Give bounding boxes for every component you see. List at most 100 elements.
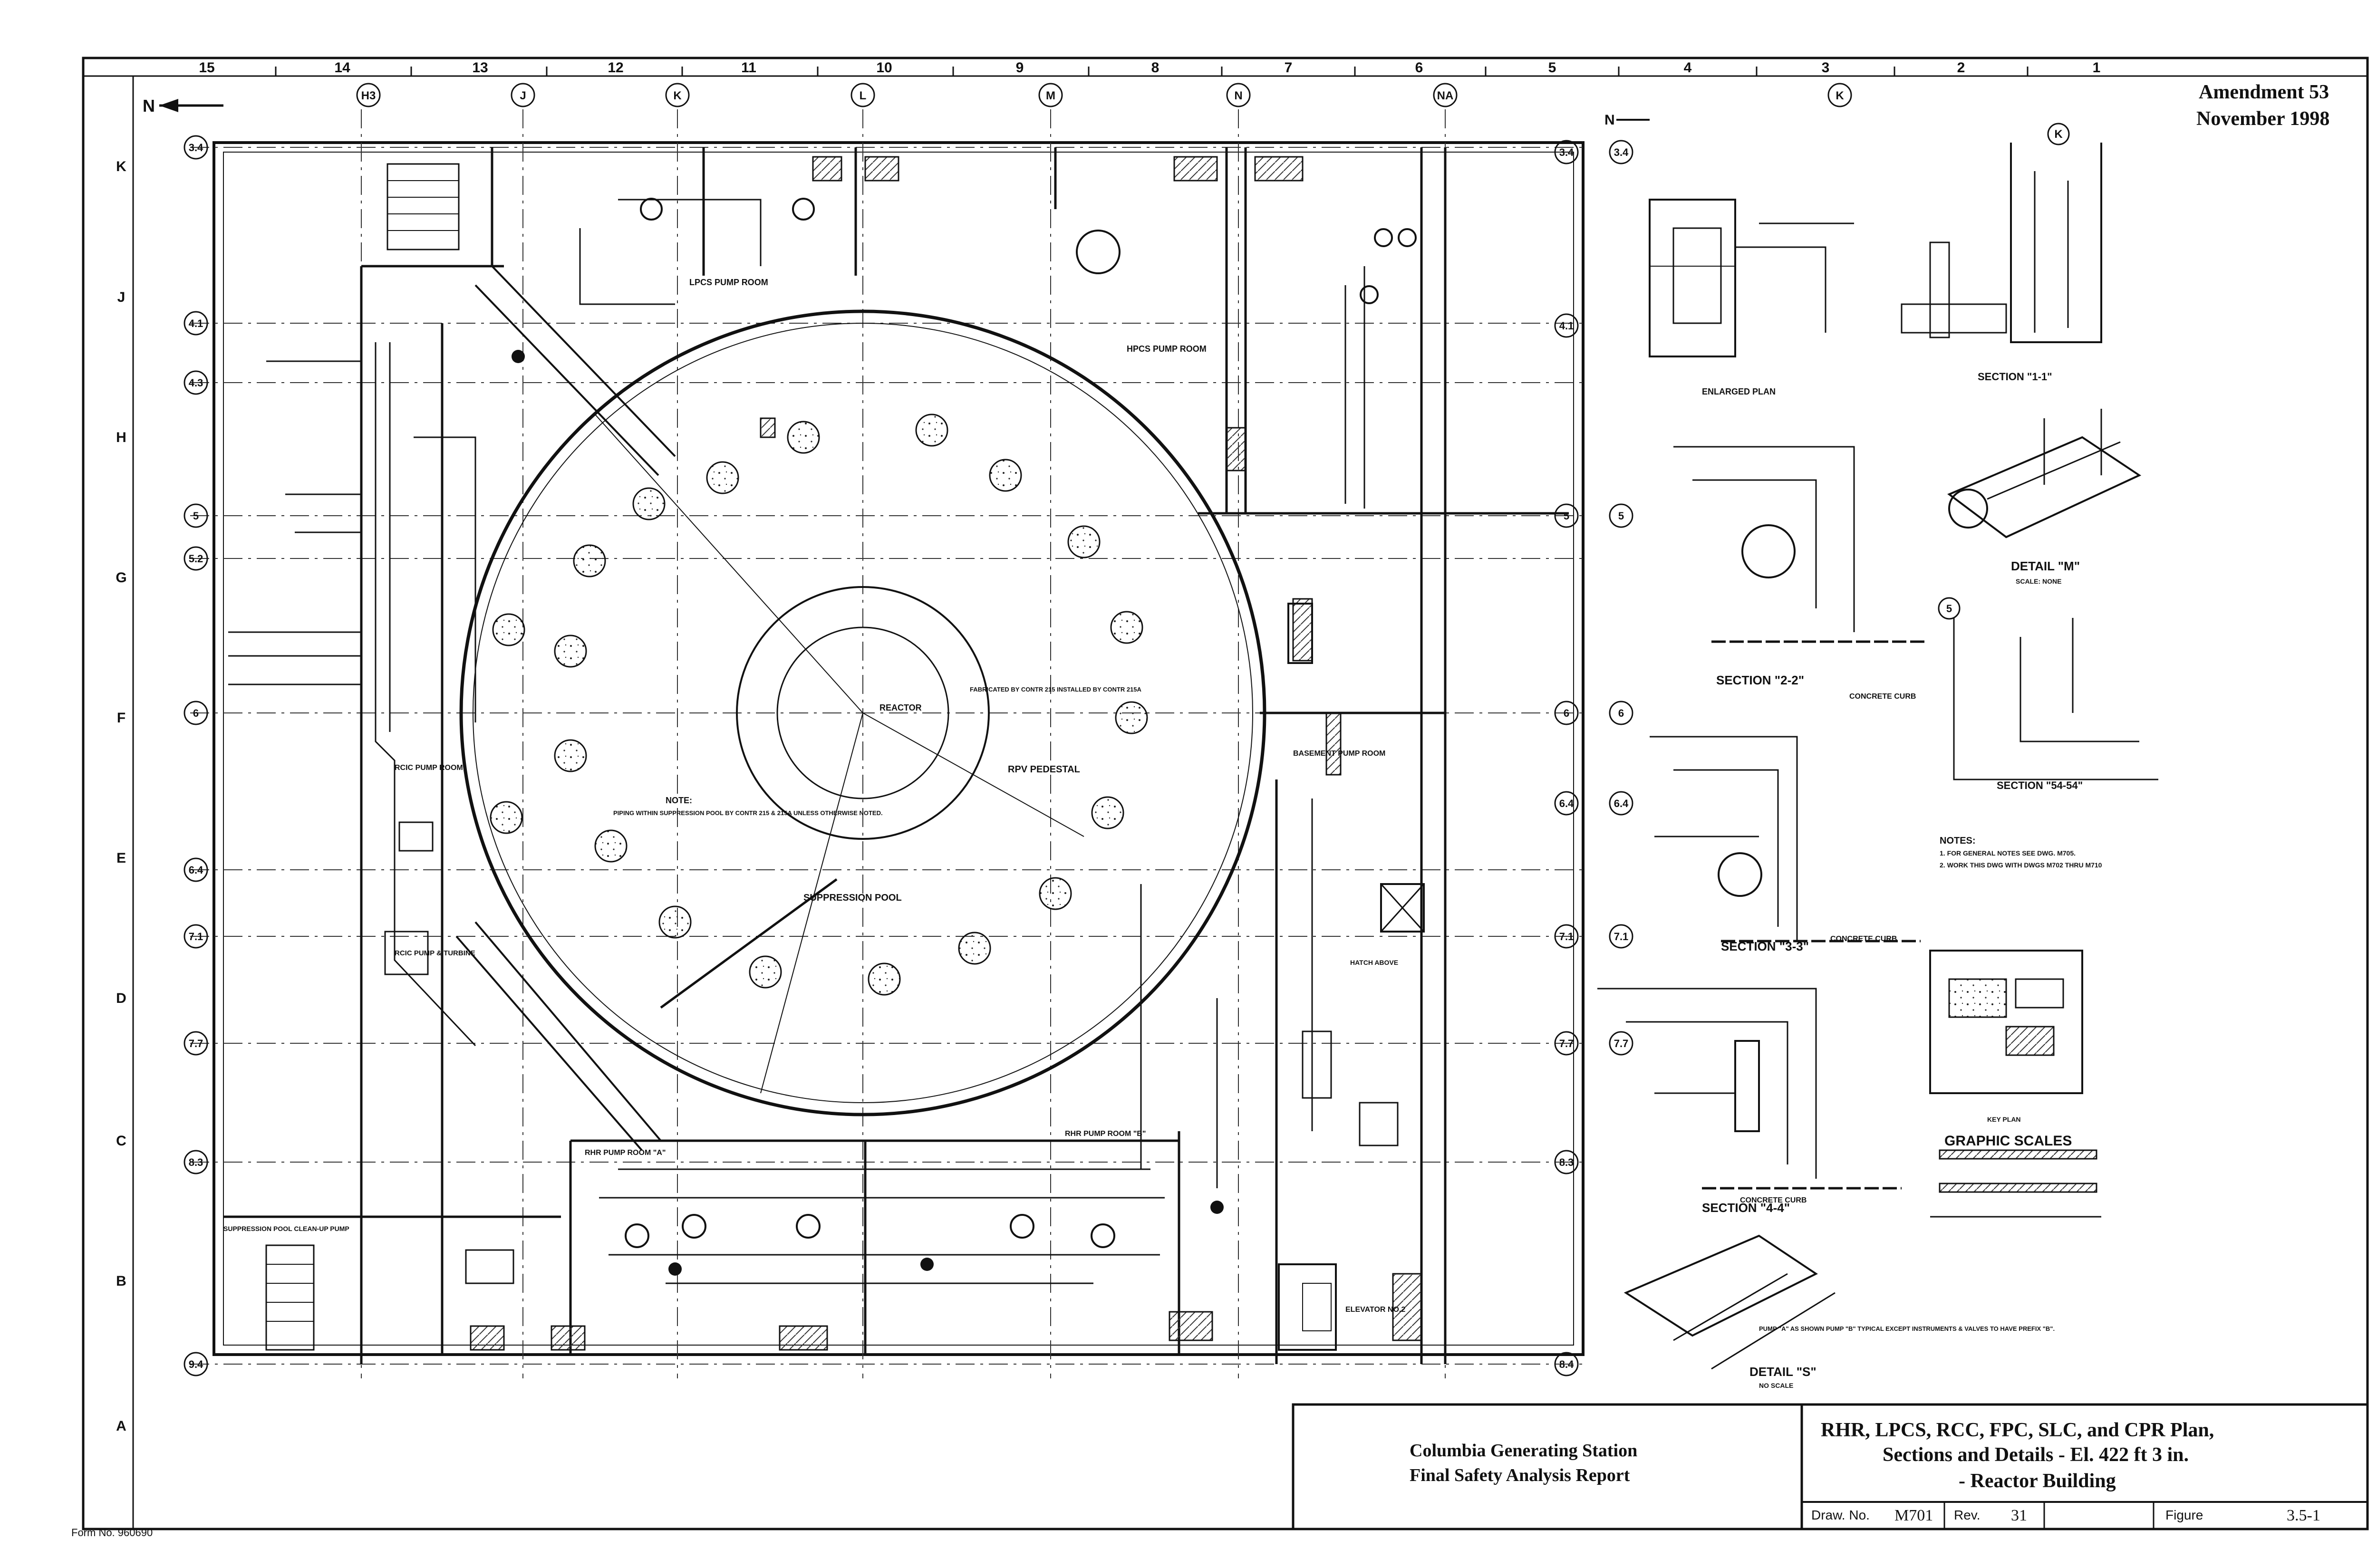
sheet-border <box>82 57 2369 1530</box>
note-text: PIPING WITHIN SUPPRESSION POOL BY CONTR … <box>613 809 883 817</box>
plan-labels: REACTOR RPV PEDESTAL SUPPRESSION POOL LP… <box>223 278 1405 1314</box>
section-3-3-label: SECTION "3-3" <box>1721 939 1809 953</box>
row-label: 7.7 <box>1614 1038 1629 1049</box>
row-label: 5 <box>193 510 199 522</box>
ruler-label: E <box>116 850 126 866</box>
draw-no-label: Draw. No. <box>1811 1508 1870 1522</box>
report-name: Final Safety Analysis Report <box>1410 1465 1630 1485</box>
ruler-label: A <box>116 1418 126 1434</box>
ruler-label: 6 <box>1415 60 1423 76</box>
row-label: 4.1 <box>189 317 203 329</box>
graphic-scales-label: GRAPHIC SCALES <box>1944 1133 2072 1149</box>
key-plan-label: KEY PLAN <box>1987 1116 2021 1123</box>
pump-note: PUMP "A" AS SHOWN PUMP "B" TYPICAL EXCEP… <box>1759 1325 2055 1332</box>
north-arrow: N <box>143 96 223 115</box>
enlarged-plan-label: ENLARGED PLAN <box>1702 387 1776 396</box>
row-label: 5 <box>1946 603 1952 615</box>
form-number: Form No. 960690 <box>71 1527 153 1539</box>
column-label: K <box>673 89 682 102</box>
ruler-label: 13 <box>472 60 488 76</box>
ruler-label: 5 <box>1548 60 1556 76</box>
reactor-label: REACTOR <box>879 703 922 712</box>
row-label: 6.4 <box>1614 798 1629 809</box>
draw-no: M701 <box>1894 1507 1933 1524</box>
figure-label: Figure <box>2165 1508 2203 1522</box>
column-label: H3 <box>361 89 376 102</box>
ruler-label: 11 <box>741 60 756 76</box>
rhr-pump-room-b-label: RHR PUMP ROOM "B" <box>1065 1130 1146 1138</box>
figure-number: 3.5-1 <box>2287 1507 2320 1524</box>
rpv-pedestal-label: RPV PEDESTAL <box>1008 764 1080 775</box>
row-label: 7.7 <box>1559 1038 1574 1049</box>
suppression-pool-label: SUPPRESSION POOL <box>803 893 902 903</box>
top-ruler: 15 14 13 12 11 10 9 8 7 6 5 4 3 2 1 <box>199 60 2100 76</box>
row-label: 7.1 <box>1614 931 1629 943</box>
row-label: 6 <box>1564 707 1569 719</box>
column-label: L <box>860 89 867 102</box>
section-2-2-label: SECTION "2-2" <box>1716 673 1804 687</box>
row-label: 6 <box>1618 707 1624 719</box>
column-label: N <box>1234 89 1242 102</box>
lpcs-pump-room-label: LPCS PUMP ROOM <box>689 278 768 287</box>
row-label: 4.1 <box>1559 320 1574 332</box>
row-label: 6 <box>193 707 199 719</box>
notes-title: NOTES: <box>1940 836 1976 846</box>
column-label: K <box>2054 128 2063 141</box>
row-label: 5 <box>1618 510 1624 522</box>
row-label: 4.3 <box>189 377 203 389</box>
ruler-label: D <box>116 991 126 1006</box>
ruler-label: 8 <box>1151 60 1160 76</box>
detail-labels: ENLARGED PLAN SECTION "1-1" DETAIL "M" S… <box>1702 371 2102 1389</box>
ruler-label: 7 <box>1285 60 1293 76</box>
rev-label: Rev. <box>1954 1508 1981 1522</box>
rev-number: 31 <box>2011 1507 2027 1524</box>
ruler-label: C <box>116 1133 126 1149</box>
row-label: 8.4 <box>1559 1358 1574 1370</box>
fabrication-note: FABRICATED BY CONTR 215 INSTALLED BY CON… <box>970 686 1142 693</box>
row-bubbles: 3.4 4.1 4.3 5 5.2 6 6.4 7.1 7.7 8.3 9.4 <box>184 135 208 1376</box>
side-ruler: K J H G F E D C B A <box>116 159 126 1434</box>
ruler-label: K <box>116 159 126 174</box>
detail-drawings <box>1597 143 2158 1370</box>
column-label: K <box>1836 89 1844 102</box>
detail-m-label: DETAIL "M" <box>2011 559 2080 573</box>
row-label: 9.4 <box>189 1358 203 1370</box>
reactor-building-plan <box>190 109 1588 1378</box>
ruler-label: 1 <box>2093 60 2101 76</box>
no-scale-label: NO SCALE <box>1759 1382 1793 1389</box>
row-label: 3.4 <box>1559 146 1574 158</box>
rcic-pump-room-label: RCIC PUMP ROOM <box>395 764 463 772</box>
amendment-number: Amendment 53 <box>2199 81 2329 103</box>
ruler-label: 15 <box>199 60 214 76</box>
note-2: 2. WORK THIS DWG WITH DWGS M702 THRU M71… <box>1940 861 2102 869</box>
rcic-turbine-label: RCIC PUMP & TURBINE <box>395 949 475 957</box>
section-4-4-label: SECTION "4-4" <box>1702 1201 1790 1215</box>
row-label: 8.3 <box>1559 1156 1574 1168</box>
north-arrow-detail: N <box>1604 112 1650 128</box>
row-label: 7.7 <box>189 1038 203 1049</box>
concrete-curb-label: CONCRETE CURB <box>1849 693 1916 701</box>
ruler-label: 10 <box>876 60 892 76</box>
ruler-label: 2 <box>1957 60 1965 76</box>
basement-pump-room-label: BASEMENT PUMP ROOM <box>1293 750 1385 758</box>
ruler-label: F <box>117 710 126 726</box>
ruler-label: J <box>117 289 126 305</box>
row-label: 6.4 <box>1559 798 1574 809</box>
ruler-label: B <box>116 1273 126 1289</box>
detail-s-label: DETAIL "S" <box>1749 1365 1817 1379</box>
right-row-bubbles: 3.4 4.1 5 6 6.4 7.1 7.7 8.3 8.4 3.4 5 6 … <box>1554 140 1961 1376</box>
column-label: NA <box>1437 89 1454 102</box>
row-label: 5.2 <box>189 553 203 565</box>
amendment-date: November 1998 <box>2196 108 2330 130</box>
column-label: J <box>520 89 526 102</box>
ruler-label: 14 <box>334 60 350 76</box>
row-label: 8.3 <box>189 1156 203 1168</box>
hpcs-pump-room-label: HPCS PUMP ROOM <box>1127 344 1207 354</box>
row-label: 7.1 <box>189 931 203 943</box>
note-title: NOTE: <box>666 796 692 805</box>
concrete-curb-label: CONCRETE CURB <box>1740 1196 1807 1204</box>
ruler-label: H <box>116 430 126 445</box>
figure-building: - Reactor Building <box>1959 1470 2116 1492</box>
column-bubbles: H3 J K L M N NA K K <box>356 83 2070 145</box>
